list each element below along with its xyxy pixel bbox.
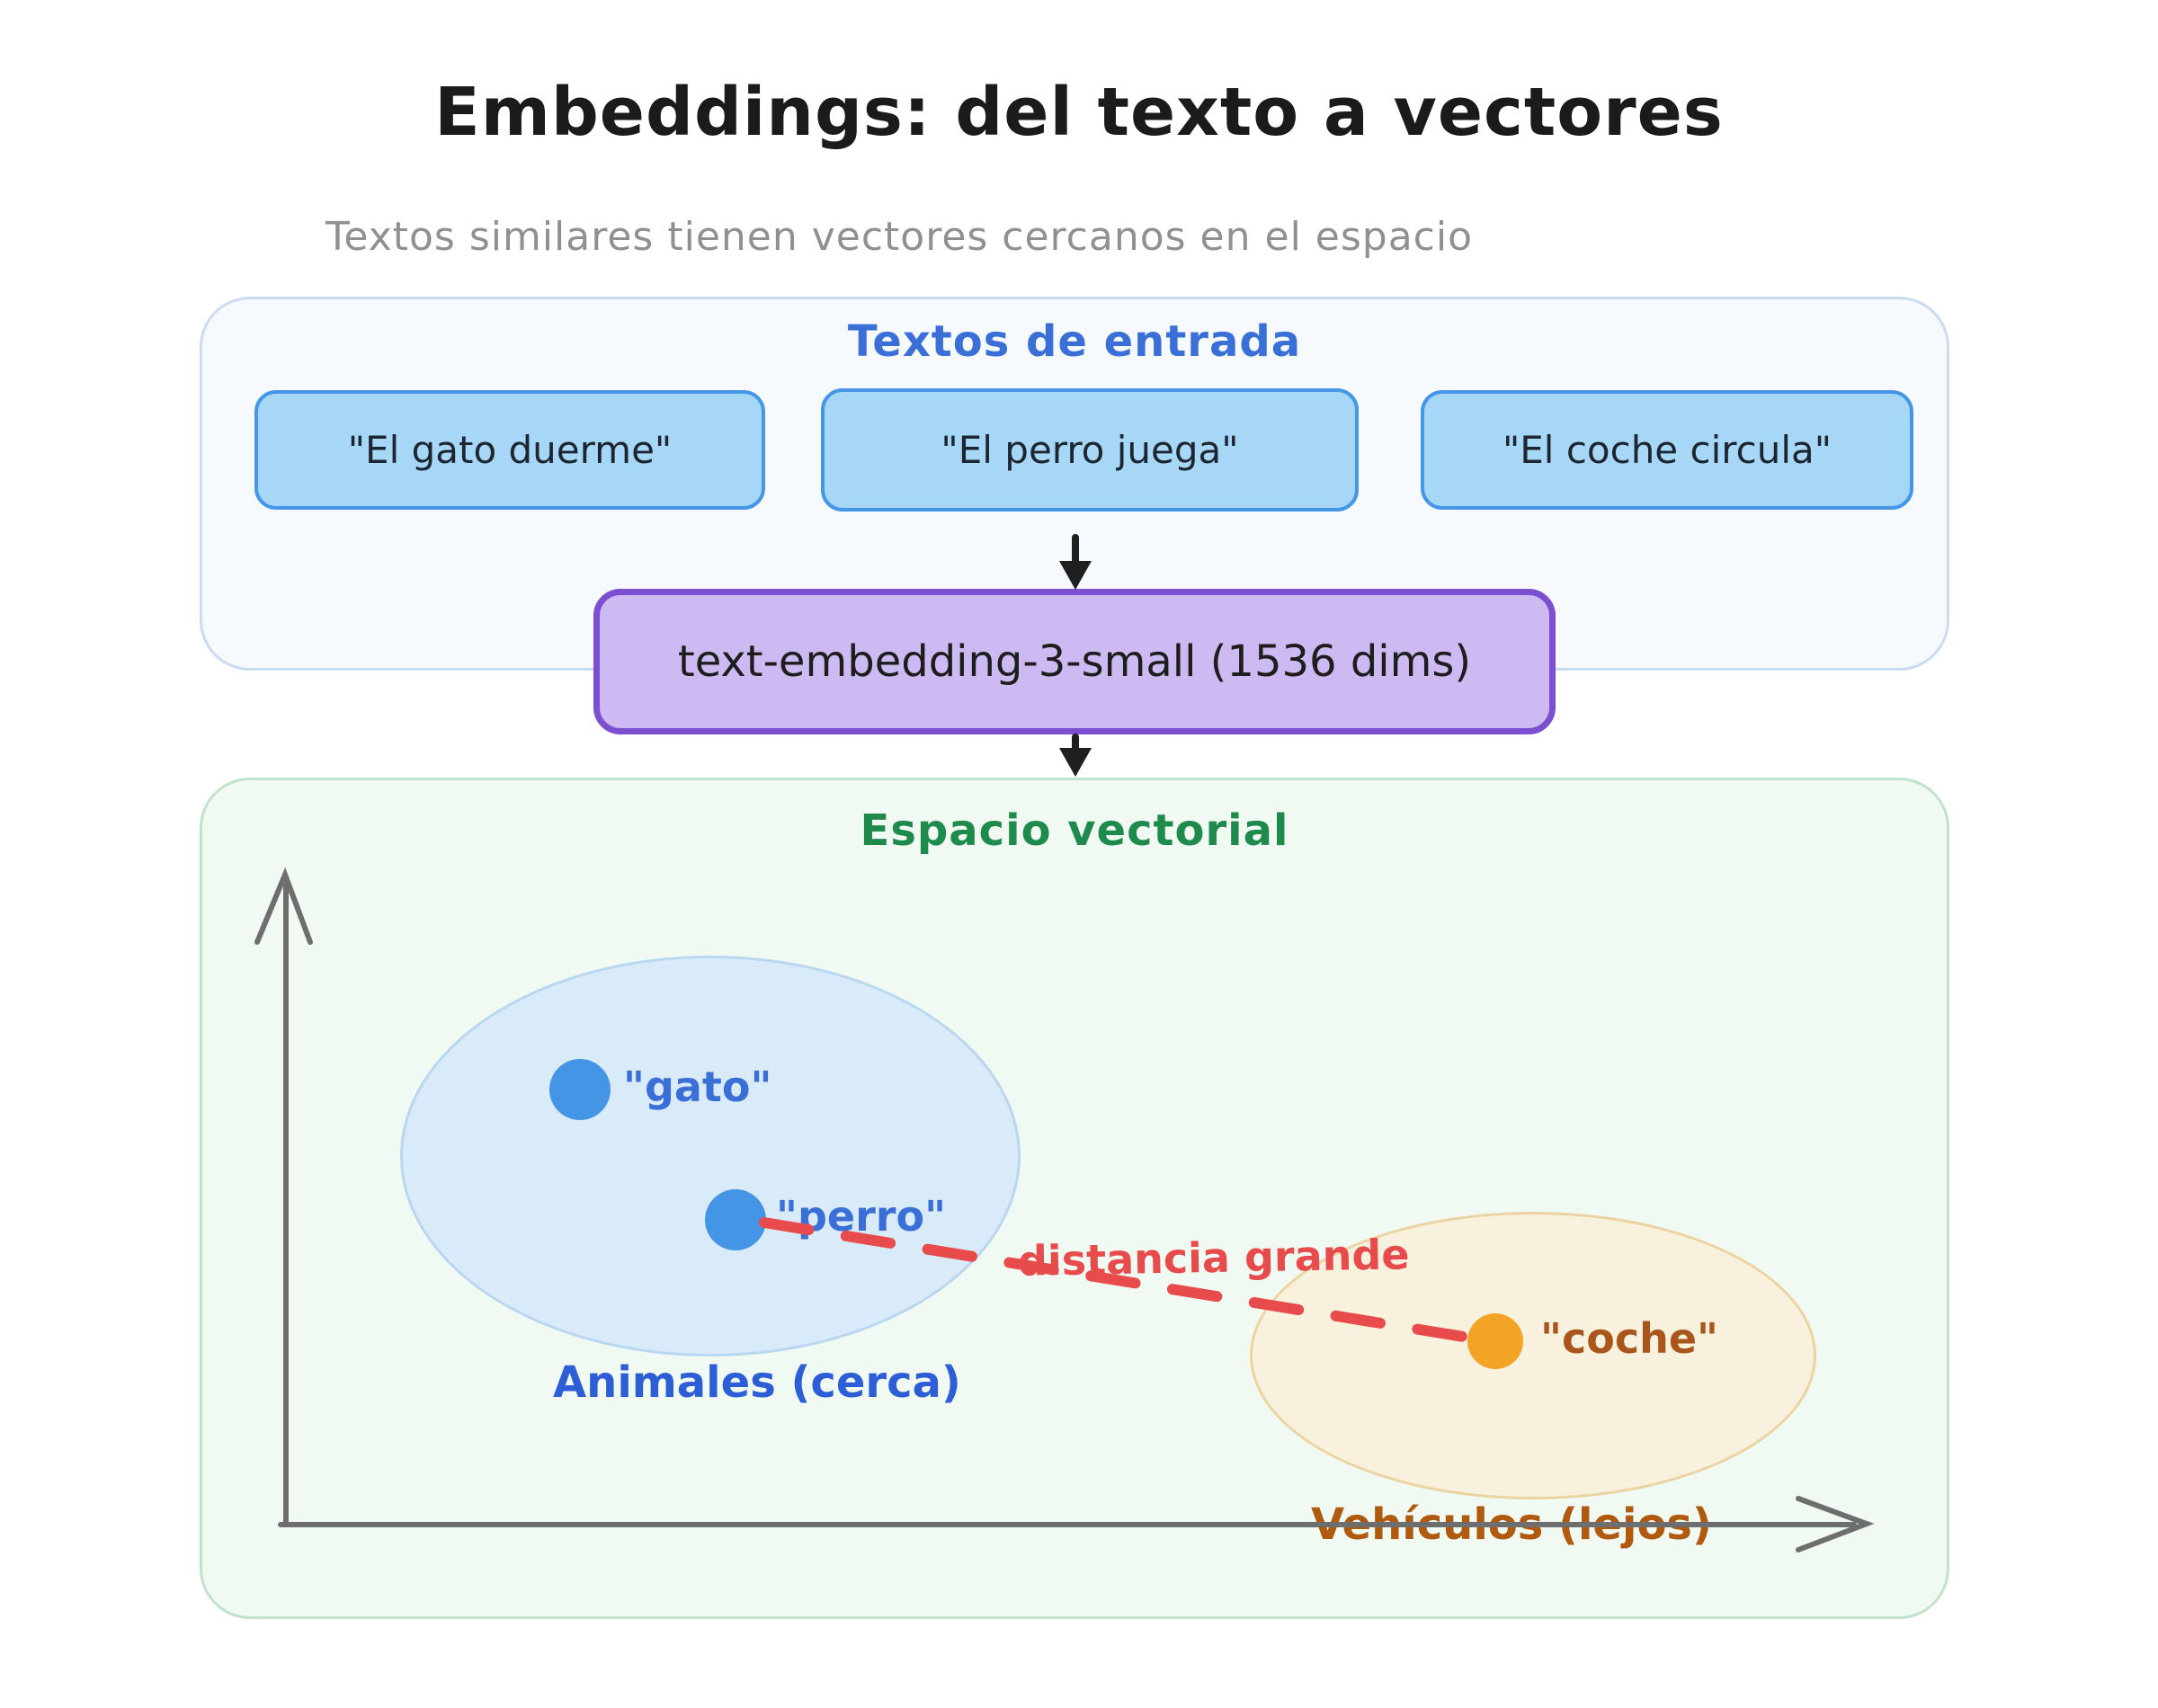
perro-point-label: "perro" xyxy=(776,1192,947,1241)
input-text-coche-label: "El coche circula" xyxy=(1502,428,1833,472)
distance-annotation: distancia grande xyxy=(1017,1230,1410,1285)
page-title: Embeddings: del texto a vectores xyxy=(434,74,1724,151)
input-panel-title: Textos de entrada xyxy=(847,316,1302,367)
gato-point xyxy=(549,1059,611,1120)
down-arrow-icon xyxy=(1059,734,1092,777)
vector-space-title: Espacio vectorial xyxy=(860,805,1289,856)
input-text-gato-label: "El gato duerme" xyxy=(347,428,673,472)
coche-point xyxy=(1467,1313,1523,1369)
embedding-model-label: text-embedding-3-small (1536 dims) xyxy=(677,636,1472,687)
perro-point xyxy=(705,1189,766,1250)
coche-point-label: "coche" xyxy=(1540,1314,1719,1363)
input-text-coche: "El coche circula" xyxy=(1421,390,1913,510)
animals-cluster-ellipse xyxy=(400,956,1021,1357)
page-subtitle: Textos similares tienen vectores cercano… xyxy=(325,214,1473,260)
embedding-model-box: text-embedding-3-small (1536 dims) xyxy=(593,589,1556,734)
input-text-perro: "El perro juega" xyxy=(821,388,1359,512)
input-text-gato: "El gato duerme" xyxy=(254,390,765,510)
input-text-perro-label: "El perro juega" xyxy=(941,428,1239,472)
animals-cluster-label: Animales (cerca) xyxy=(553,1357,961,1408)
gato-point-label: "gato" xyxy=(623,1063,772,1111)
vehicles-cluster-label: Vehículos (lejos) xyxy=(1311,1499,1712,1550)
